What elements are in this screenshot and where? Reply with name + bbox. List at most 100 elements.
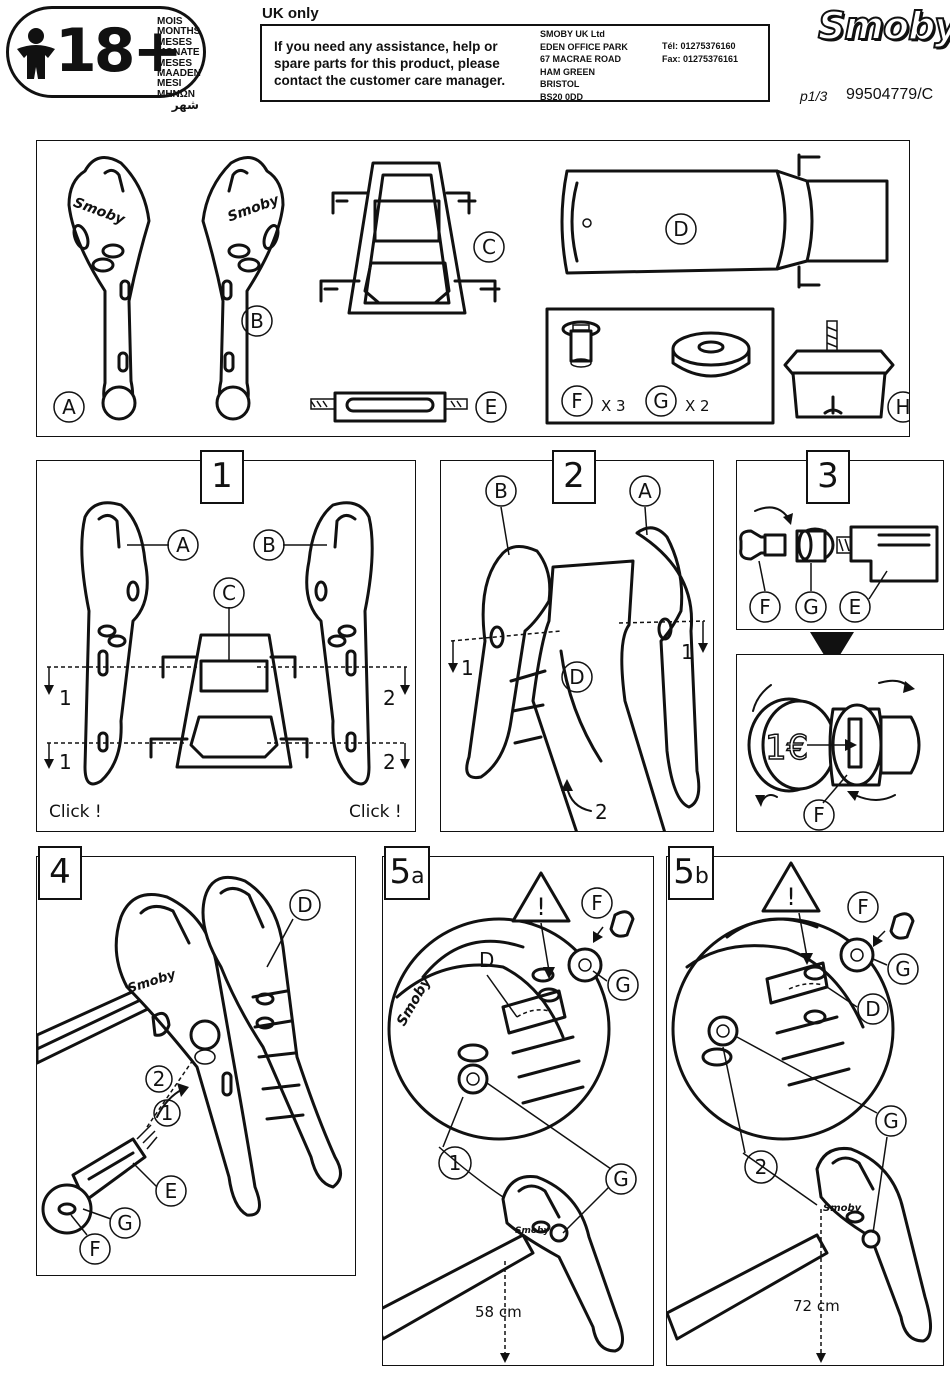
svg-text:G: G bbox=[117, 1211, 133, 1235]
step-2-label-b: B bbox=[485, 475, 517, 507]
step-5a-panel: Smoby ! F G D 58 cm 1 G Smoby bbox=[382, 856, 654, 1366]
svg-text:A: A bbox=[176, 533, 190, 557]
step-2-panel: 1 1 2 B A D bbox=[440, 460, 714, 832]
svg-text:D: D bbox=[673, 217, 688, 241]
svg-text:C: C bbox=[222, 581, 236, 605]
part-label-e: E bbox=[475, 391, 507, 423]
svg-text:F: F bbox=[759, 595, 771, 619]
part-h-foot-drawing bbox=[783, 320, 895, 419]
svg-text:G: G bbox=[653, 389, 669, 413]
address-line: EDEN OFFICE PARK bbox=[540, 41, 628, 52]
svg-text:F: F bbox=[571, 389, 583, 413]
svg-text:F: F bbox=[857, 895, 869, 919]
step-5b-illustration: ! F G D 72 cm Smoby 2 G bbox=[667, 861, 932, 1363]
step-4-callout-2: 2 bbox=[145, 1065, 173, 1093]
uk-address: SMOBY UK Ltd EDEN OFFICE PARK 67 MACRAE … bbox=[540, 28, 628, 104]
svg-text:G: G bbox=[615, 973, 631, 997]
step-5b-label-g-lower: G bbox=[875, 1105, 907, 1137]
step-5b-label-g: G bbox=[887, 953, 919, 985]
coin-tighten-illustration: 1€ F bbox=[747, 679, 921, 831]
svg-text:D: D bbox=[569, 665, 584, 689]
warning-triangle-icon: ! bbox=[761, 861, 821, 913]
parts-overview-panel: Smoby Smoby bbox=[36, 140, 910, 437]
svg-text:D: D bbox=[479, 948, 494, 972]
step-1-number: 1 bbox=[200, 450, 244, 504]
fax-number: Fax: 01275376161 bbox=[662, 53, 739, 64]
svg-text:A: A bbox=[638, 479, 652, 503]
step-4-callout-1: 1 bbox=[153, 1099, 181, 1127]
step-3-number: 3 bbox=[806, 450, 850, 504]
step-1-panel: 1 1 2 2 A B C Click ! Click ! bbox=[36, 460, 416, 832]
step-5a-illustration: Smoby ! F G D 58 cm 1 G Smoby bbox=[383, 871, 639, 1363]
part-d-seat-drawing bbox=[560, 153, 889, 289]
step-5a-label-g: G bbox=[607, 969, 639, 1001]
step-5b-callout-2: 2 bbox=[744, 1150, 778, 1184]
uk-notice-title: UK only bbox=[262, 5, 319, 22]
age-unit: ΜΗΝΩΝ bbox=[157, 88, 196, 100]
arrow-label-left-bottom: 1 bbox=[59, 750, 72, 774]
svg-text:B: B bbox=[494, 479, 508, 503]
arrow-label-right-bottom: 2 bbox=[383, 750, 396, 774]
page-number: p1/3 bbox=[800, 88, 828, 104]
smoby-emboss-a: Smoby bbox=[71, 195, 128, 229]
part-label-g: G bbox=[645, 385, 677, 417]
phone-number: Tél: 01275376160 bbox=[662, 41, 736, 51]
step-1-label-b: B bbox=[253, 529, 285, 561]
step-4-label-d: D bbox=[289, 889, 321, 921]
step-4-illustration: Smoby 2 1 D E G F bbox=[37, 876, 342, 1265]
svg-text:C: C bbox=[482, 235, 496, 259]
svg-text:D: D bbox=[297, 893, 312, 917]
svg-text:A: A bbox=[62, 395, 76, 419]
age-badge: 18+ MOIS MONTHS MESES MONATE MESES MAADE… bbox=[6, 6, 206, 111]
step-2-label-a: A bbox=[629, 475, 661, 507]
height-72cm: 72 cm bbox=[793, 1297, 840, 1315]
step-2-arrow-label-right: 1 bbox=[681, 640, 694, 664]
svg-text:G: G bbox=[895, 957, 911, 981]
svg-text:2: 2 bbox=[755, 1155, 768, 1179]
uk-notice-box: If you need any assistance, help or spar… bbox=[260, 24, 770, 102]
part-label-f: F bbox=[561, 385, 593, 417]
age-value: 18+ bbox=[55, 16, 183, 86]
step-1-illustration: 1 1 2 2 A B C Click ! Click ! bbox=[44, 501, 410, 822]
part-label-h: H bbox=[887, 391, 909, 423]
step-5a-label-g-lower: G bbox=[605, 1163, 637, 1195]
svg-text:2: 2 bbox=[153, 1067, 166, 1091]
click-label-left: Click ! bbox=[49, 802, 102, 822]
step-5b-suffix: b bbox=[694, 864, 709, 889]
brand-logo: Smoby bbox=[817, 3, 950, 49]
uk-notice-message: If you need any assistance, help or spar… bbox=[274, 39, 506, 88]
part-b-leg-drawing: Smoby bbox=[201, 156, 285, 421]
step-5b-label-f: F bbox=[847, 891, 879, 923]
svg-text:E: E bbox=[849, 595, 862, 619]
step-5a-number: 5a bbox=[384, 846, 430, 900]
age-unit-list: MOIS MONTHS MESES MONATE MESES MAADEN ME… bbox=[157, 16, 201, 113]
svg-text:F: F bbox=[591, 891, 603, 915]
click-label-right: Click ! bbox=[349, 802, 402, 822]
arrow-label-left-top: 1 bbox=[59, 686, 72, 710]
step-1-label-c: C bbox=[213, 577, 245, 609]
step-5a-label-d: D bbox=[479, 948, 494, 972]
step-3-illustration: F G E bbox=[739, 506, 939, 623]
part-label-c: C bbox=[473, 231, 505, 263]
step-3-detail-label-f: F bbox=[803, 799, 835, 831]
step-2-label-d: D bbox=[561, 661, 593, 693]
svg-text:!: ! bbox=[786, 883, 796, 911]
step-5b-number: 5b bbox=[668, 846, 714, 900]
warning-triangle-icon: ! bbox=[511, 871, 571, 923]
svg-text:F: F bbox=[813, 803, 825, 827]
age-unit-arabic: شهر bbox=[171, 98, 199, 113]
svg-text:!: ! bbox=[536, 893, 546, 921]
step-2-number: 2 bbox=[552, 450, 596, 504]
step-2-arrow-label-left: 1 bbox=[461, 656, 474, 680]
part-e-axle-drawing bbox=[310, 391, 468, 423]
reference-code: 99504779/C bbox=[846, 86, 934, 103]
age-unit: MAADEN bbox=[157, 68, 201, 80]
part-label-d: D bbox=[665, 213, 697, 245]
part-f-cap-drawing bbox=[561, 320, 601, 368]
address-line: 67 MACRAE ROAD bbox=[540, 54, 622, 65]
step-5b-panel: ! F G D 72 cm Smoby 2 G bbox=[666, 856, 944, 1366]
part-label-a: A bbox=[53, 391, 85, 423]
smoby-emboss-5a-lower: Smoby bbox=[515, 1226, 550, 1236]
step-4-label-f: F bbox=[79, 1233, 111, 1265]
age-unit: MESI bbox=[157, 78, 182, 90]
